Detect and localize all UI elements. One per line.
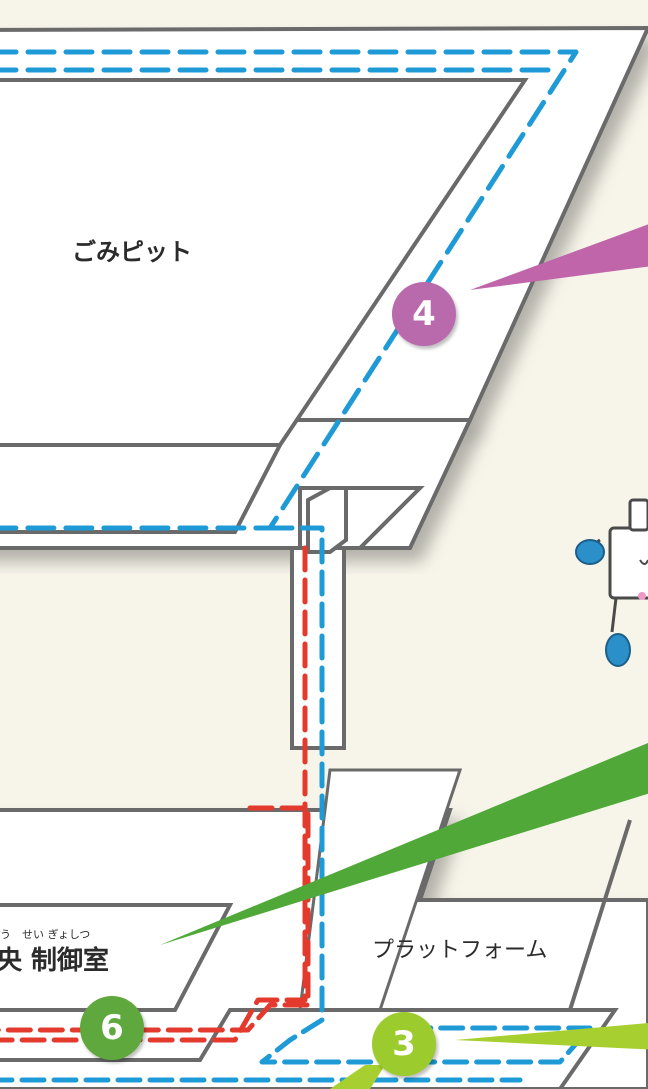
badge-4: 4 (392, 282, 456, 346)
pointer-4 (470, 224, 648, 290)
pointer-3-down (330, 1065, 385, 1089)
garbage-pit-label: ごみピット (72, 238, 192, 266)
badge-6: 6 (80, 996, 144, 1060)
platform-label: プラットフォーム (372, 938, 548, 963)
control-room-ruby: う せい ぎょしつ (0, 928, 91, 941)
pointer-6 (160, 742, 648, 945)
blue-route-upper (0, 49, 579, 531)
red-route-lower (0, 545, 308, 1043)
central-control-room-label: 央 制御室 (0, 946, 110, 976)
pointer-3 (455, 1023, 648, 1050)
badge-3: 3 (372, 1012, 436, 1076)
vertical-shaft (290, 486, 348, 750)
garbage-pit-area (0, 78, 529, 534)
blue-route-shaft (267, 525, 325, 1023)
callout-pointers (160, 224, 648, 1089)
robot-mascot-icon (575, 498, 648, 667)
red-route-shaft (0, 805, 311, 1033)
